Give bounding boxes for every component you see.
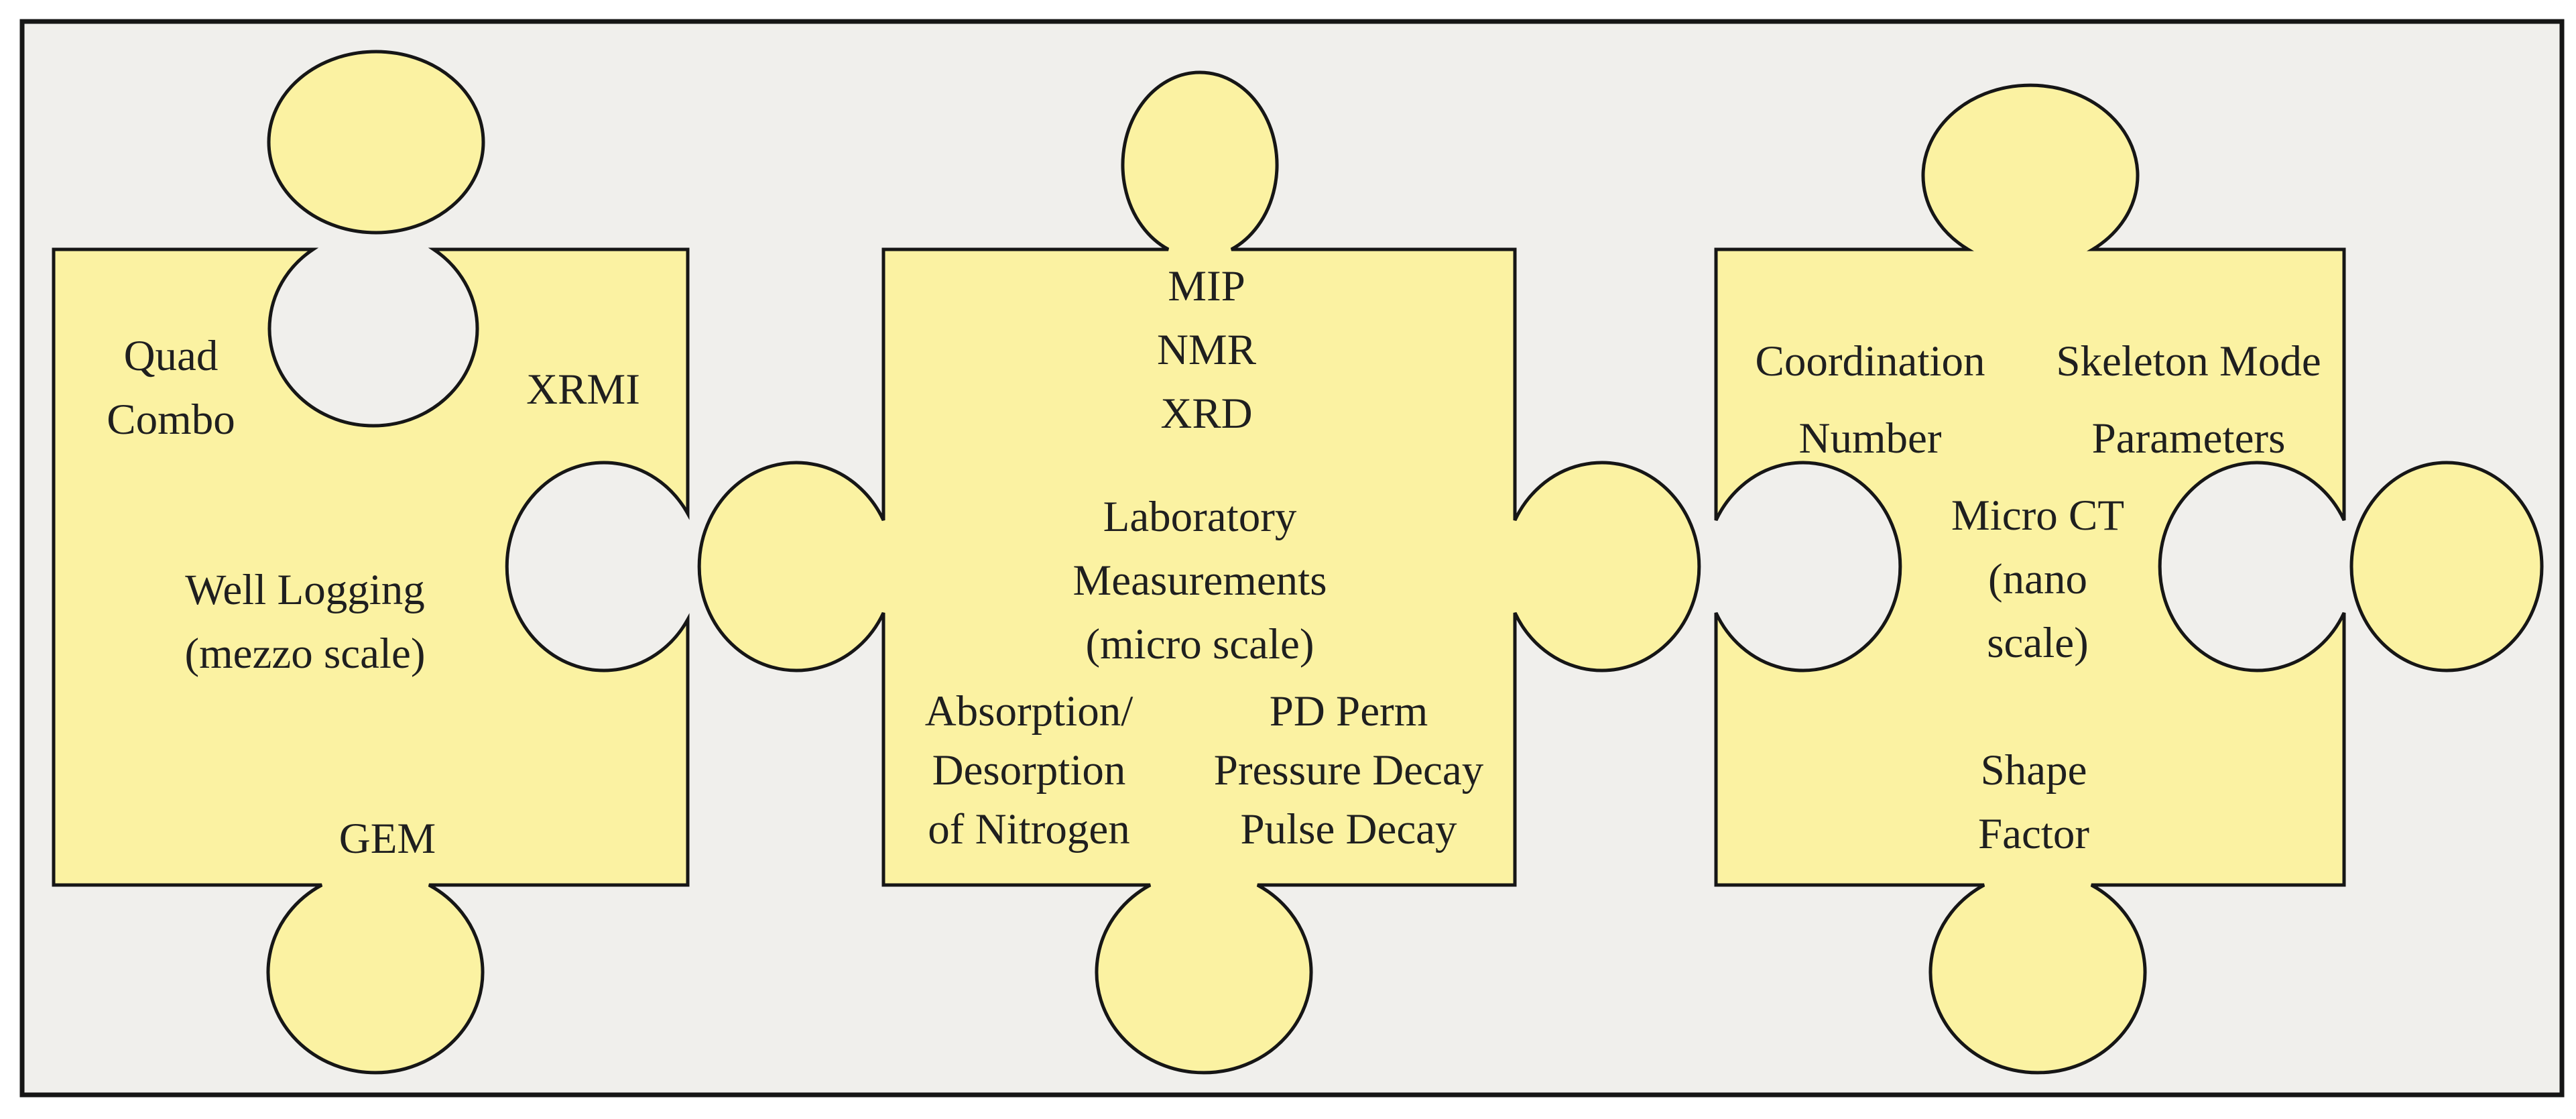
label-xrd: XRD [1160, 390, 1252, 438]
label-quad-combo-line2: Combo [107, 396, 235, 444]
label-shape-factor-line1: Shape [1981, 746, 2087, 794]
label-absorption-line1: Absorption/ [925, 687, 1134, 735]
label-nmr: NMR [1157, 326, 1257, 374]
label-absorption-line3: of Nitrogen [928, 805, 1129, 853]
label-pd-perm-line3: Pulse Decay [1240, 805, 1457, 853]
label-laboratory-line2: Measurements [1072, 556, 1327, 605]
label-mip: MIP [1168, 262, 1245, 310]
label-well-logging-line1: Well Logging [185, 566, 425, 614]
label-well-logging-line2: (mezzo scale) [184, 630, 425, 678]
label-coordination-line2: Number [1799, 414, 1942, 463]
label-shape-factor-line2: Factor [1978, 810, 2089, 858]
label-gem: GEM [339, 815, 436, 863]
label-skeleton-line2: Parameters [2092, 414, 2286, 463]
puzzle-piece-micro-ct [1714, 83, 2346, 1075]
label-absorption-line2: Desorption [932, 746, 1126, 794]
label-pd-perm-line2: Pressure Decay [1214, 746, 1484, 794]
label-xrmi: XRMI [526, 365, 640, 414]
label-micro-ct-line2: (nano [1988, 555, 2087, 603]
label-micro-ct-line3: scale) [1987, 619, 2089, 667]
label-quad-combo-line1: Quad [124, 332, 219, 380]
puzzle-piece-well-logging [52, 247, 690, 1075]
puzzle-piece-laboratory [697, 70, 1701, 1075]
label-micro-ct-line1: Micro CT [1951, 491, 2124, 540]
label-pd-perm-line1: PD Perm [1270, 687, 1428, 735]
label-skeleton-line1: Skeleton Mode [2056, 337, 2321, 386]
floating-knob-right [2349, 461, 2544, 672]
label-laboratory-line1: Laboratory [1103, 493, 1297, 541]
label-coordination-line1: Coordination [1755, 337, 1985, 386]
floating-knob-top-left [267, 50, 485, 235]
label-laboratory-line3: (micro scale) [1085, 620, 1314, 668]
